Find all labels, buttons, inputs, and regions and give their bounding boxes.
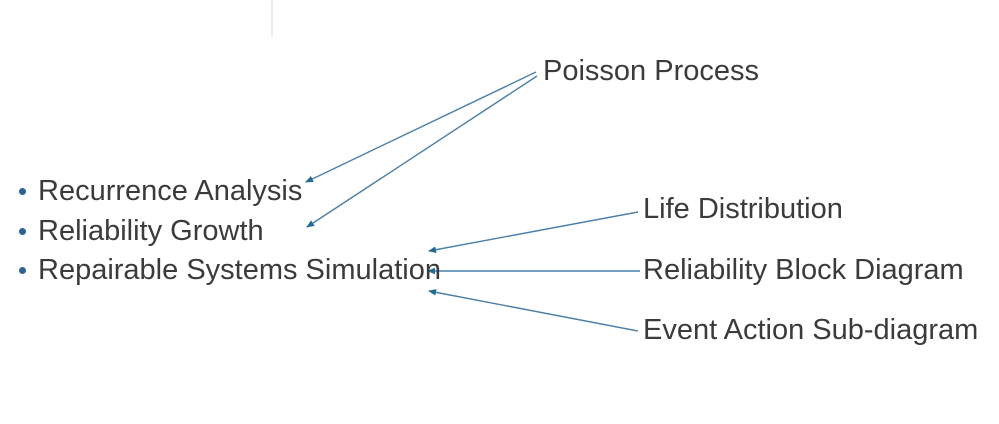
connector-poisson-to-reliability-growth [306,75,538,228]
connector-poisson-to-recurrence-analysis [305,71,537,183]
node-poisson-process: Poisson Process [543,55,759,87]
list-item-reliability-growth: Reliability Growth [38,215,264,247]
connector-event-action-subdiagram-to-repairable-systems [428,289,639,332]
bullet-icon [19,188,26,195]
list-item-repairable-systems-simulation: Repairable Systems Simulation [38,254,441,286]
bullet-icon [19,228,26,235]
node-event-action-sub-diagram: Event Action Sub-diagram [643,314,979,346]
list-item-recurrence-analysis: Recurrence Analysis [38,175,303,207]
connector-life-distribution-to-repairable-systems [428,211,639,253]
node-reliability-block-diagram: Reliability Block Diagram [643,254,964,286]
slide-guide-line [271,0,273,36]
node-life-distribution: Life Distribution [643,193,843,225]
bullet-icon [19,267,26,274]
